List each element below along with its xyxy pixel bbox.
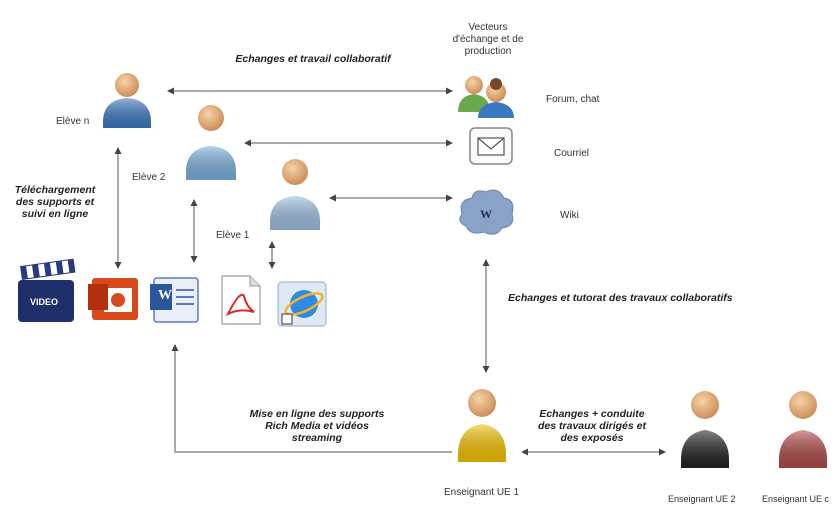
student-2-avatar <box>186 105 236 180</box>
arrow-teacher-upload <box>171 344 452 453</box>
teacher-ue1-label: Enseignant UE 1 <box>444 487 520 498</box>
teacher-uec-label: Enseignant UE c <box>762 494 830 504</box>
forum-chat-icon <box>458 76 514 118</box>
email-label: Courriel <box>554 148 590 159</box>
vectors-title: Vecteurs d'échange et de production <box>452 22 524 57</box>
student-2-label: Elève 2 <box>132 172 166 183</box>
email-icon <box>469 127 513 165</box>
word-icon <box>150 277 199 323</box>
teacher-ue2-avatar <box>681 391 729 468</box>
pdf-icon <box>221 275 261 325</box>
svg-text:W: W <box>480 207 492 221</box>
teacher-ue1-avatar <box>458 389 506 462</box>
video-icon <box>18 258 76 322</box>
student-n-avatar <box>103 73 151 128</box>
teacher-ue2-label: Enseignant UE 2 <box>668 494 736 504</box>
wiki-icon: W <box>459 189 514 235</box>
forum-chat-label: Forum, chat <box>546 94 600 105</box>
collaborative-exchange-label: Echanges et travail collaboratif <box>235 53 391 65</box>
student-1-label: Elève 1 <box>216 230 250 241</box>
internet-explorer-icon <box>277 281 327 327</box>
student-n-label: Elève n <box>56 116 90 127</box>
conduct-annotation: Echanges + conduite des travaux dirigés … <box>538 408 646 444</box>
word-icon-text: W <box>158 288 172 303</box>
video-icon-text: VIDEO <box>30 297 59 307</box>
wiki-label: Wiki <box>560 210 579 221</box>
download-annotation: Téléchargement des supports et suivi en … <box>14 184 96 220</box>
teacher-uec-avatar <box>779 391 827 468</box>
tutoring-annotation: Echanges et tutorat des travaux collabor… <box>508 292 733 304</box>
upload-annotation: Mise en ligne des supports Rich Media et… <box>249 408 385 444</box>
powerpoint-icon <box>88 278 138 320</box>
student-1-avatar <box>270 159 320 230</box>
